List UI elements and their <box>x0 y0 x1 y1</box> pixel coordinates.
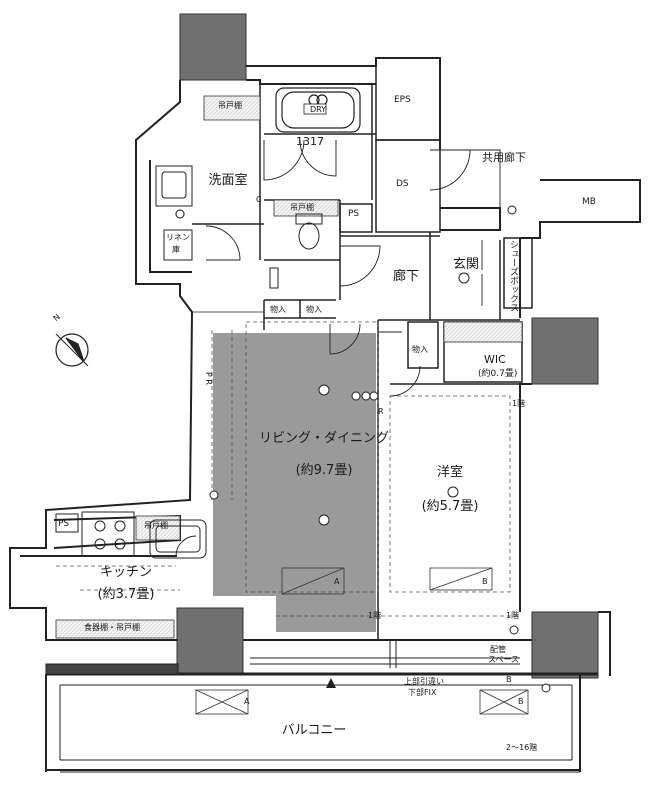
kitchen-fixtures <box>55 511 207 559</box>
living-dining-label: リビング・ダイニング <box>258 431 390 446</box>
linen-label-2: 庫 <box>172 245 180 254</box>
floor-range-label: 2〜16階 <box>506 743 538 752</box>
hanging-shelf-wash: 吊戸棚 <box>218 101 242 110</box>
mark-b-western: B <box>482 577 488 586</box>
wic-area: (約0.7畳) <box>478 369 518 379</box>
washroom-label: 洗面室 <box>208 173 248 188</box>
column-bottom-left <box>176 607 244 675</box>
mark-a-living: A <box>334 577 340 586</box>
eps-label: EPS <box>394 95 411 105</box>
column-right-mid <box>531 317 599 385</box>
balcony-label: バルコニー <box>281 723 347 738</box>
wic-label: WIC <box>484 353 506 366</box>
floor-1-label-b: 1階 <box>506 611 520 620</box>
mark-pr: P R <box>204 372 213 385</box>
shoe-box-label: シューズボックス <box>508 240 518 312</box>
mark-b-small: B <box>506 675 512 684</box>
bathtub <box>275 87 361 133</box>
living-dining-area: (約9.7畳) <box>295 463 353 478</box>
linen-label-1: リネン <box>166 233 190 242</box>
upper-sliding-label: 上部引違い <box>404 677 444 686</box>
toilet <box>269 213 323 289</box>
structural-columns <box>176 13 599 679</box>
pipe-space-label-2: スペース <box>488 655 520 664</box>
western-room-label: 洋室 <box>436 465 464 480</box>
lower-fix-label: 下部FIX <box>408 688 437 697</box>
hanging-shelf-kitchen: 吊戸棚 <box>144 521 168 530</box>
outer-walls <box>9 57 641 676</box>
entrance-label: 玄関 <box>452 257 480 272</box>
floor-1-label-a: 1階 <box>368 611 382 620</box>
dry-label: DRY <box>310 105 327 114</box>
hanging-shelf-toilet: 吊戸棚 <box>290 203 314 212</box>
mark-c: C <box>256 195 262 204</box>
common-corridor-label: 共用廊下 <box>482 151 526 164</box>
pipe-space-label-1: 配管 <box>490 645 506 654</box>
doors <box>175 139 501 557</box>
living-shade <box>213 333 376 632</box>
storage-label-3: 物入 <box>412 345 428 354</box>
ps-label-kitchen: PS <box>58 519 70 529</box>
entry-triangle-icon <box>326 678 336 688</box>
ps-label-upper: PS <box>348 209 360 219</box>
dish-shelf-label: 食器棚・吊戸棚 <box>84 623 140 632</box>
hallway-label: 廊下 <box>392 269 420 284</box>
ceiling-lines <box>56 321 520 617</box>
windows <box>135 200 520 668</box>
mark-a-balcony: A <box>244 697 250 706</box>
kitchen-area: (約3.7畳) <box>97 587 155 602</box>
interior-walls <box>192 57 533 640</box>
western-room-area: (約5.7畳) <box>421 499 479 514</box>
storage-label-1: 物入 <box>270 305 286 314</box>
mb-label: MB <box>582 197 596 207</box>
mark-r: R <box>378 407 384 416</box>
ceiling-fixtures <box>175 205 551 693</box>
bath-size-label: 1317 <box>296 135 324 148</box>
balcony-units <box>195 567 529 715</box>
balcony-outline <box>45 663 598 773</box>
column-bottom-right <box>531 611 599 679</box>
floor-1-label-c: 1階 <box>512 399 526 408</box>
column-top <box>179 13 247 81</box>
kitchen-label: キッチン <box>99 565 153 580</box>
storage-label-2: 物入 <box>306 305 322 314</box>
hatched-fixtures <box>55 95 523 639</box>
ds-label: DS <box>396 179 409 189</box>
compass-icon <box>55 333 89 367</box>
mark-b-balcony: B <box>518 697 524 706</box>
